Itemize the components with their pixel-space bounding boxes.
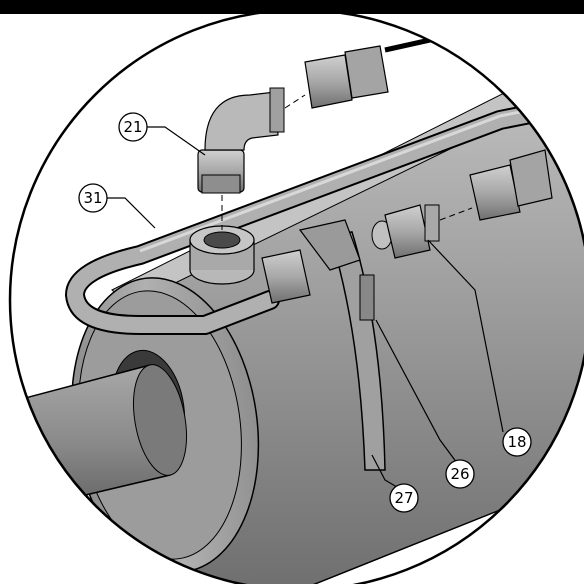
callout-label: 21 bbox=[123, 118, 142, 136]
callout-27: 27 bbox=[389, 483, 419, 513]
swivel-nut-upper bbox=[304, 37, 431, 109]
detail-circle-border bbox=[8, 8, 584, 584]
callout-26: 26 bbox=[445, 459, 475, 489]
callout-label: 27 bbox=[394, 489, 413, 507]
tube-clamp bbox=[298, 219, 386, 471]
callout-label: 18 bbox=[507, 433, 526, 451]
straight-fitting bbox=[371, 204, 440, 259]
detail-view bbox=[10, 37, 584, 584]
callout-21: 21 bbox=[118, 112, 148, 142]
leader-lines bbox=[107, 126, 504, 491]
callout-18: 18 bbox=[502, 427, 532, 457]
callout-31: 31 bbox=[78, 183, 108, 213]
port-boss bbox=[189, 225, 255, 285]
callout-label: 26 bbox=[450, 465, 469, 483]
assembly-line-right bbox=[439, 207, 473, 221]
clamp-bolt bbox=[359, 274, 375, 321]
swivel-nut-right bbox=[469, 149, 553, 221]
top-bar bbox=[0, 0, 584, 14]
callout-label: 31 bbox=[83, 189, 102, 207]
tube-nut-left bbox=[261, 249, 311, 304]
elbow-fitting bbox=[197, 87, 285, 194]
assembly-line-upper bbox=[284, 94, 306, 109]
